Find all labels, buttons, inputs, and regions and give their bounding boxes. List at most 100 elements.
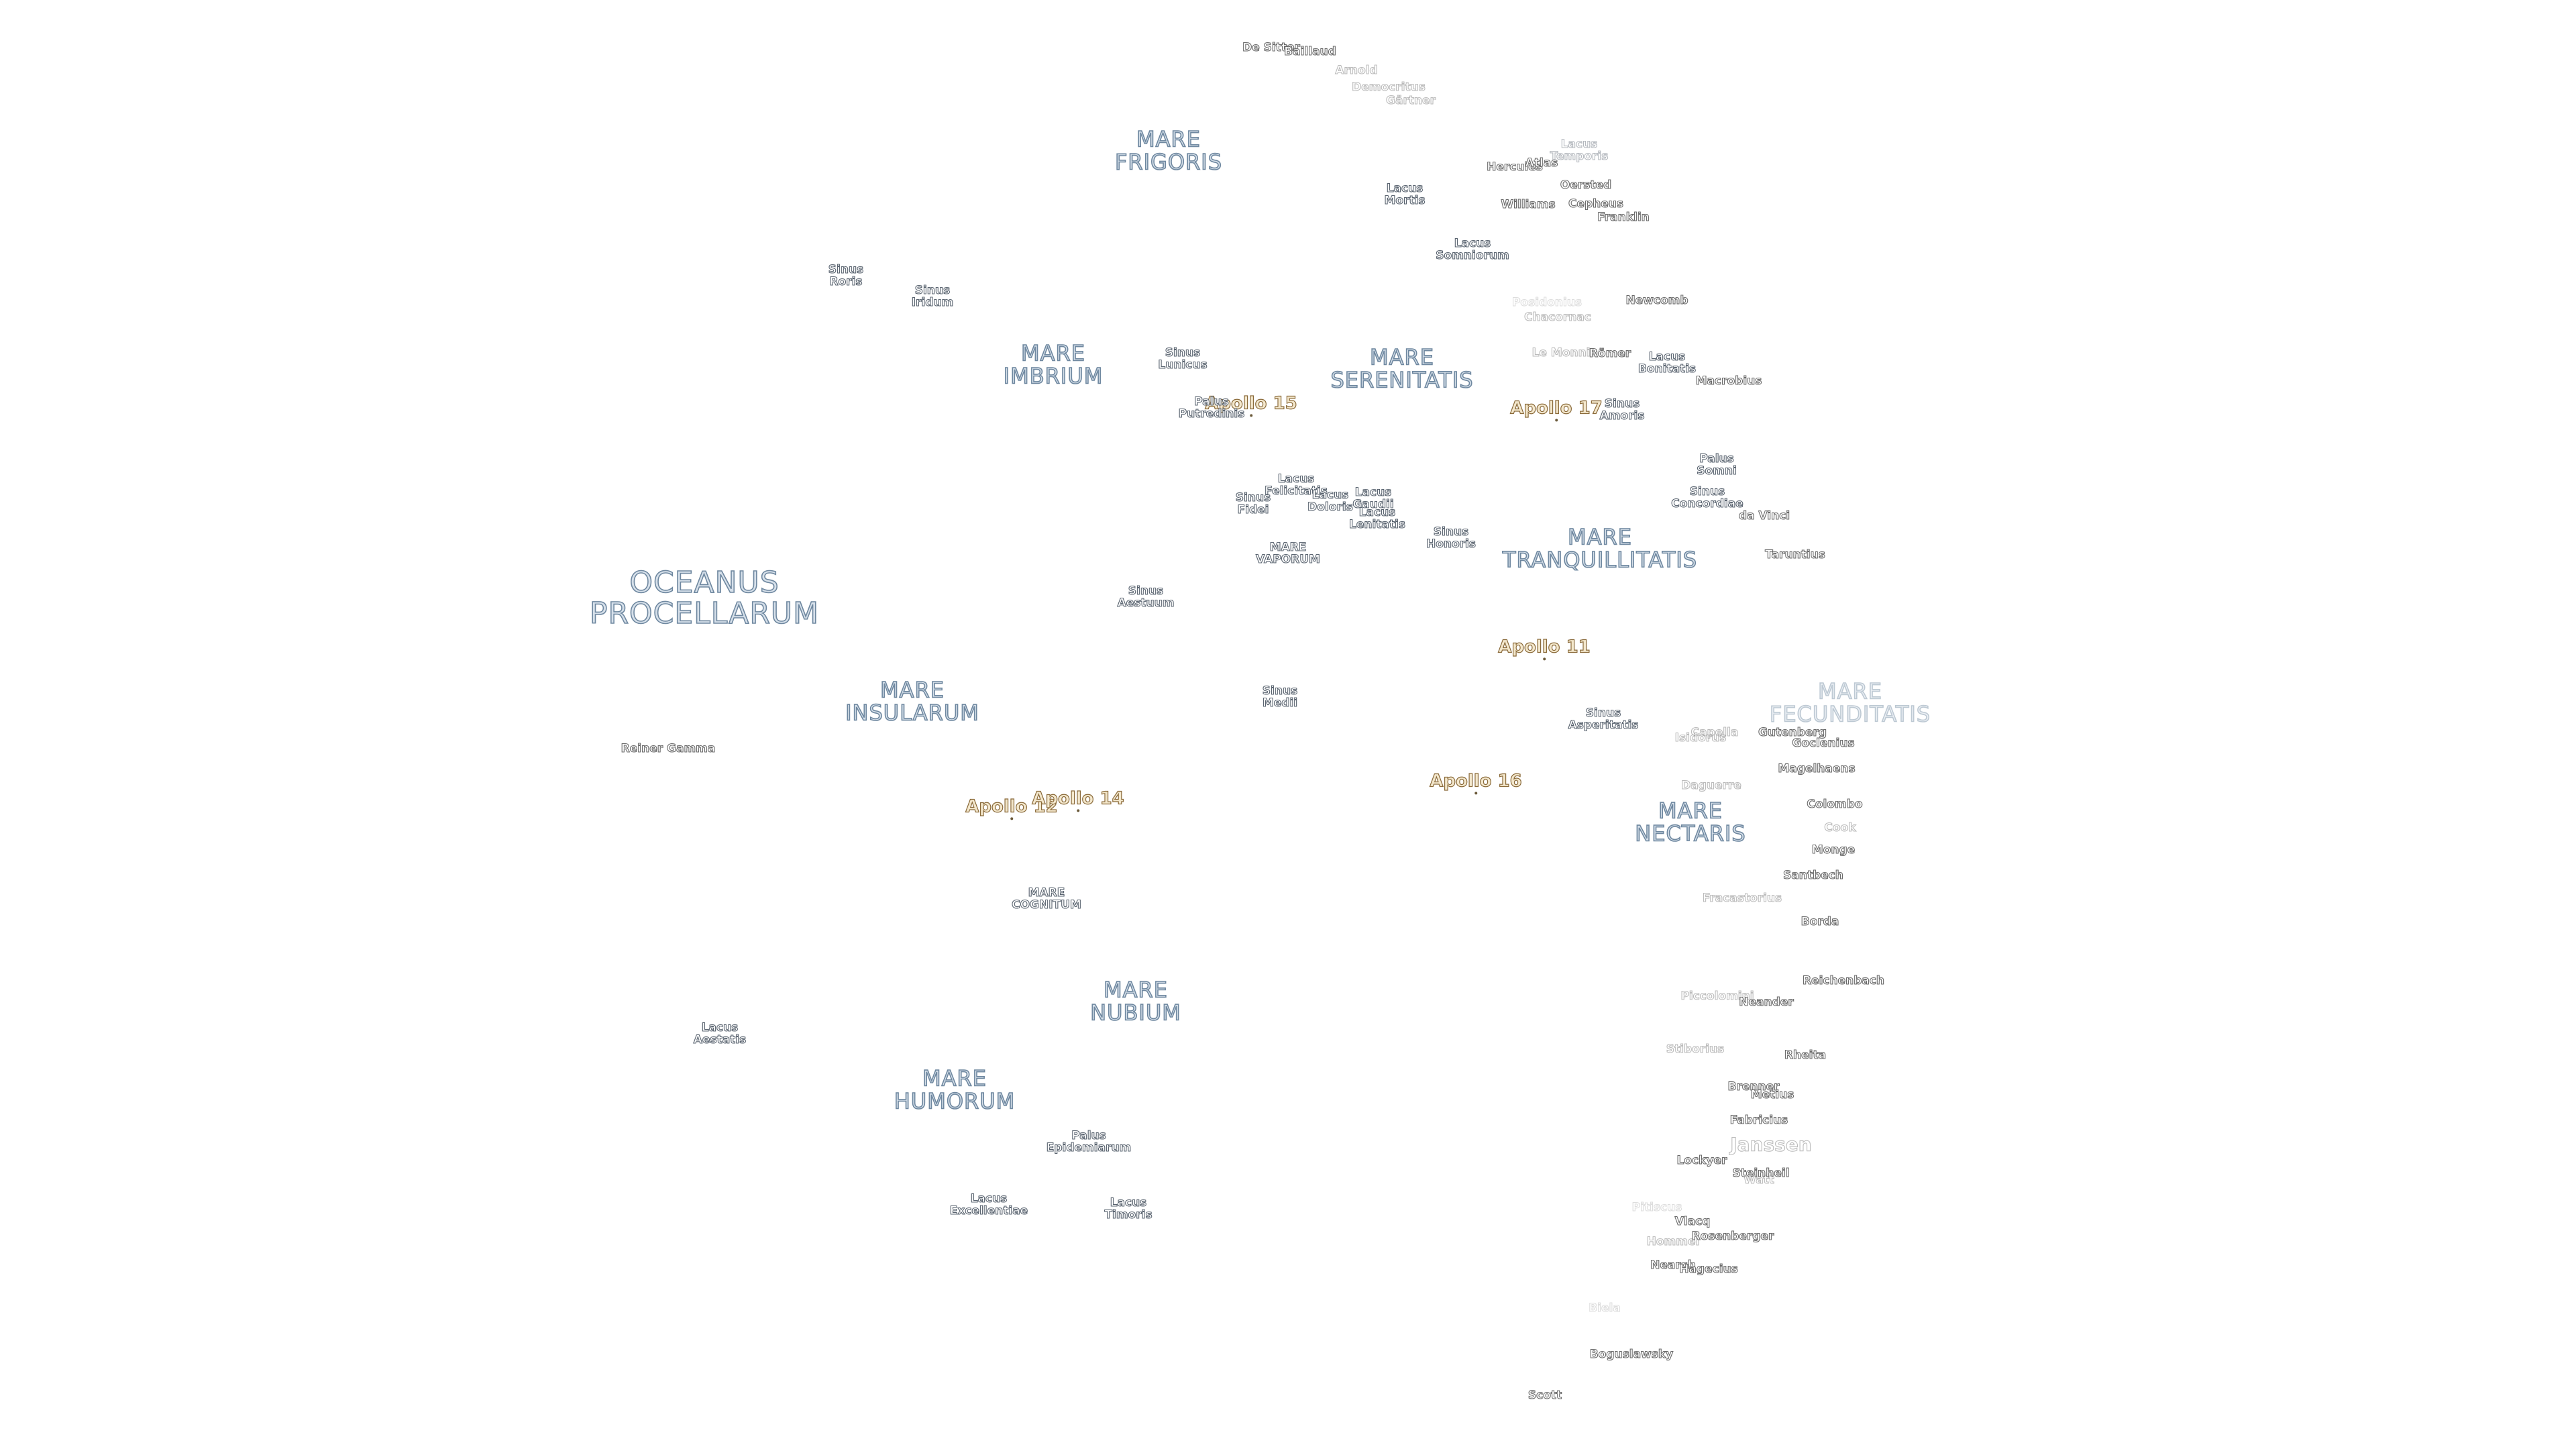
label-vlacq: Vlacq <box>1674 1215 1711 1229</box>
label-janssen: Janssen <box>1730 1133 1813 1156</box>
label-lacus-bonitatis: Lacus Bonitatis <box>1638 350 1697 376</box>
label-lacus-lenitatis: Lacus Lenitatis <box>1348 506 1405 531</box>
label-sinus-iridum: Sinus Iridum <box>911 284 954 309</box>
label-apollo-11: Apollo 11 <box>1498 637 1591 661</box>
label-mare-vaporum: MARE VAPORUM <box>1256 541 1321 566</box>
label-nearch: Nearch <box>1650 1258 1697 1273</box>
label-boguslawsky: Boguslawsky <box>1589 1348 1674 1362</box>
label-apollo-12: Apollo 12 <box>965 797 1058 820</box>
label-sinus-lunicus: Sinus Lunicus <box>1158 346 1208 372</box>
label-arnold: Arnold <box>1335 64 1378 78</box>
label-newcomb: Newcomb <box>1625 294 1688 308</box>
label-magelhaens: Magelhaens <box>1778 762 1856 776</box>
label-sinus-aestuum: Sinus Aestuum <box>1117 584 1175 610</box>
label-mare-tranquillitatis: MARE TRANQUILLITATIS <box>1502 524 1698 572</box>
landing-site-marker <box>1542 657 1546 661</box>
label-gutenberg: Gutenberg <box>1758 726 1827 740</box>
label-scott: Scott <box>1527 1389 1562 1403</box>
label-monge: Monge <box>1811 843 1856 857</box>
label-palus-putredinis: Palus Putredinis <box>1178 395 1245 421</box>
label-piccolomini: Piccolomini <box>1680 989 1754 1004</box>
label-oersted: Oersted <box>1560 178 1612 193</box>
label-apollo-16-text: Apollo 16 <box>1430 771 1523 792</box>
label-stiborius: Stiborius <box>1666 1042 1725 1057</box>
label-sinus-fidei: Sinus Fidei <box>1235 491 1271 517</box>
label-lacus-aestatis: Lacus Aestatis <box>693 1021 747 1046</box>
landing-site-marker <box>1249 414 1252 417</box>
label-atlas: Atlas <box>1525 156 1558 170</box>
label-apollo-15-text: Apollo 15 <box>1205 393 1298 414</box>
label-gartner: Gärtner <box>1385 94 1436 108</box>
label-biela: Biela <box>1589 1301 1621 1316</box>
label-mare-insularum: MARE INSULARUM <box>845 677 979 725</box>
label-mare-fecunditatis: MARE FECUNDITATIS <box>1769 678 1931 727</box>
label-lacus-gaudii: Lacus Gaudii <box>1352 486 1394 511</box>
label-oceanus-procellarum: OCEANUS PROCELLARUM <box>589 565 820 631</box>
label-colombo: Colombo <box>1807 798 1863 812</box>
label-cook: Cook <box>1824 821 1856 835</box>
label-rheita: Rheita <box>1784 1049 1827 1063</box>
label-cepheus: Cepheus <box>1568 197 1624 211</box>
label-mare-nectaris: MARE NECTARIS <box>1634 798 1746 846</box>
label-fabricius: Fabricius <box>1729 1114 1788 1128</box>
label-hommel: Hommel <box>1646 1235 1700 1249</box>
landing-site-marker <box>1474 792 1477 795</box>
label-lacus-excellentiae: Lacus Excellentiae <box>949 1192 1028 1218</box>
label-mare-frigoris: MARE FRIGORIS <box>1114 126 1223 174</box>
label-borda: Borda <box>1801 915 1839 929</box>
label-lacus-timoris: Lacus Timoris <box>1104 1196 1152 1222</box>
label-sinus-concordiae: Sinus Concordiae <box>1671 485 1744 511</box>
label-lacus-felicitatis: Lacus Felicitatis <box>1265 472 1328 498</box>
label-sinus-asperitatis: Sinus Asperitatis <box>1568 706 1639 732</box>
label-hercules: Hercules <box>1487 160 1544 174</box>
label-lacus-temporis: Lacus Temporis <box>1550 138 1609 163</box>
label-le-monnier: Le Monnier <box>1532 346 1604 360</box>
label-de-sitter: De Sitter <box>1242 41 1301 55</box>
label-neander: Neander <box>1739 996 1794 1010</box>
label-baillaud: Baillaud <box>1284 45 1337 59</box>
label-apollo-16: Apollo 16 <box>1430 771 1523 795</box>
label-reiner-gamma: Reiner Gamma <box>621 742 716 756</box>
label-isidorus: Isidorus <box>1674 731 1727 745</box>
label-brenner: Brenner <box>1727 1080 1780 1094</box>
label-santbech: Santbech <box>1783 869 1844 883</box>
label-reichenbach: Reichenbach <box>1802 974 1885 988</box>
label-mare-cognitum: MARE COGNITUM <box>1012 886 1082 912</box>
label-williams: Williams <box>1501 198 1556 212</box>
label-apollo-11-text: Apollo 11 <box>1498 637 1591 657</box>
label-apollo-15: Apollo 15 <box>1205 394 1297 417</box>
landing-site-marker <box>1010 817 1013 820</box>
landing-site-marker <box>1076 809 1079 812</box>
label-rosenberger: Rosenberger <box>1691 1230 1774 1244</box>
label-lacus-mortis: Lacus Mortis <box>1384 182 1426 207</box>
label-franklin: Franklin <box>1597 211 1650 225</box>
label-apollo-17-text: Apollo 17 <box>1510 398 1603 419</box>
label-democritus: Democritus <box>1352 80 1426 95</box>
label-lacus-doloris: Lacus Doloris <box>1307 488 1354 514</box>
label-fracastorius: Fracastorius <box>1702 892 1782 906</box>
label-posidonius: Posidonius <box>1511 296 1582 310</box>
label-capella: Capella <box>1690 726 1739 740</box>
label-sinus-honoris: Sinus Honoris <box>1426 525 1477 551</box>
label-chacornac: Chacornac <box>1524 311 1592 325</box>
label-mare-nubium: MARE NUBIUM <box>1089 977 1181 1025</box>
label-taruntius: Taruntius <box>1765 548 1826 562</box>
landing-site-marker <box>1554 419 1558 422</box>
label-daguerre: Daguerre <box>1681 779 1742 793</box>
label-apollo-14-text: Apollo 14 <box>1032 788 1125 809</box>
label-palus-somni: Palus Somni <box>1697 452 1737 478</box>
label-lockyer: Lockyer <box>1676 1154 1727 1168</box>
label-metius: Metius <box>1750 1088 1794 1102</box>
label-goclenius: Goclenius <box>1792 737 1855 751</box>
label-romer: Römer <box>1589 347 1631 361</box>
label-da-vinci: da Vinci <box>1738 509 1790 523</box>
label-apollo-17: Apollo 17 <box>1510 398 1603 422</box>
label-sinus-roris: Sinus Roris <box>828 263 864 288</box>
label-macrobius: Macrobius <box>1695 374 1762 388</box>
label-lacus-somniorum: Lacus Somniorum <box>1436 237 1510 262</box>
label-steinheil: Steinheil <box>1732 1167 1790 1181</box>
label-mare-serenitatis: MARE SERENITATIS <box>1330 344 1474 392</box>
label-mare-imbrium: MARE IMBRIUM <box>1003 340 1104 388</box>
label-palus-epidemiarum: Palus Epidemiarum <box>1046 1129 1132 1155</box>
